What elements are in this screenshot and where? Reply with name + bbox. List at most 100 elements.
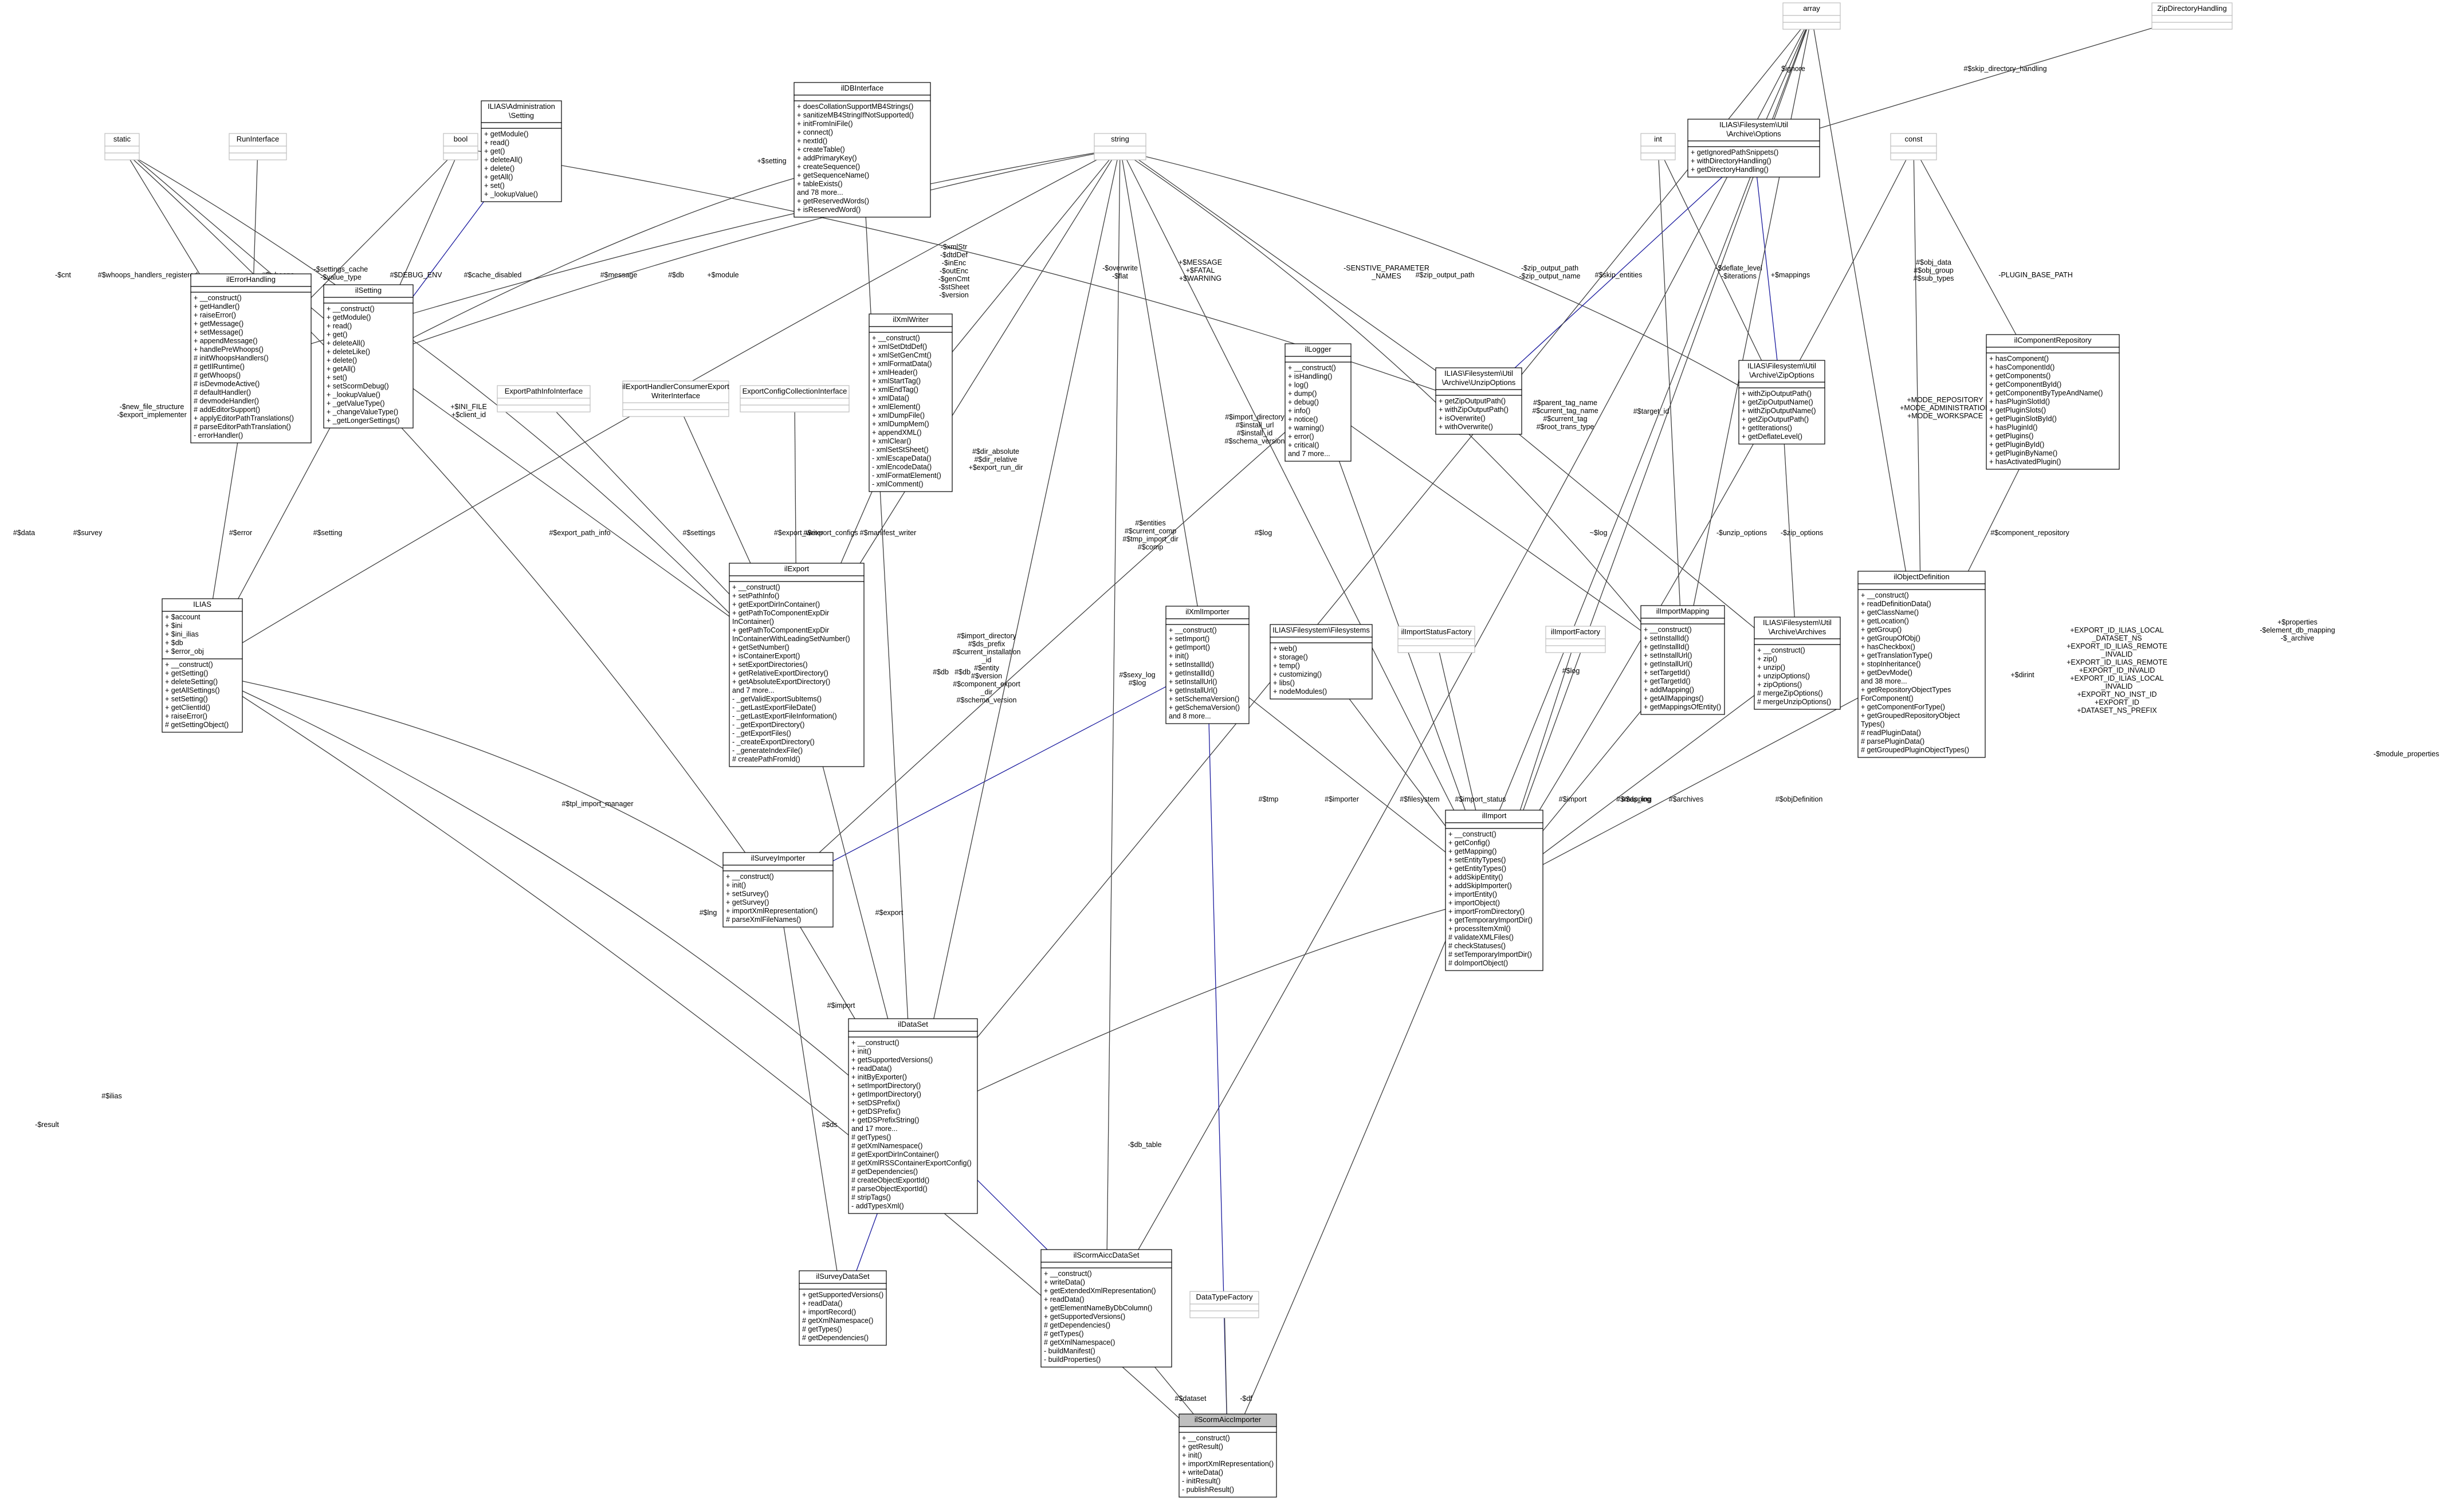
- class-name: ILIAS\Filesystem\Util: [1747, 362, 1816, 370]
- class-runif[interactable]: RunInterface: [229, 133, 287, 160]
- class-name: RunInterface: [237, 135, 279, 143]
- edge-label-line: _INVALID: [2101, 682, 2133, 690]
- class-dataset[interactable]: ilDataSet+ __construct()+ init()+ getSup…: [848, 1018, 978, 1214]
- class-impfactory[interactable]: ilImportFactory: [1545, 626, 1606, 653]
- edge-string-to-xmlwriter: [952, 159, 1110, 352]
- class-archopt[interactable]: ILIAS\Filesystem\Util\Archive\Options+ g…: [1687, 119, 1820, 178]
- edge-label: #$data: [13, 529, 35, 537]
- class-import[interactable]: ilImport+ __construct()+ getConfig()+ ge…: [1445, 810, 1543, 971]
- class-impmapping[interactable]: ilImportMapping+ __construct()+ setInsta…: [1640, 605, 1725, 715]
- class-attributes-box: [1857, 583, 1986, 590]
- class-operation: + getHandler(): [194, 303, 239, 311]
- class-static[interactable]: static: [104, 133, 140, 160]
- class-operation: + withZipOutputPath(): [1742, 390, 1812, 398]
- class-operation: + getPlugins(): [1989, 432, 2033, 440]
- class-filesystems[interactable]: ILIAS\Filesystem\Filesystems+ web()+ sto…: [1270, 624, 1373, 700]
- class-comprepo[interactable]: ilComponentRepository+ hasComponent()+ h…: [1986, 334, 2120, 470]
- class-unzipopt[interactable]: ILIAS\Filesystem\Util\Archive\UnzipOptio…: [1435, 367, 1522, 435]
- edge-label: #$setting: [313, 529, 343, 537]
- class-objdef[interactable]: ilObjectDefinition+ __construct()+ readD…: [1857, 571, 1986, 758]
- class-focus[interactable]: ilScormAiccImporter+ __construct()+ getR…: [1179, 1413, 1277, 1498]
- class-operations-box: [1094, 152, 1146, 160]
- edge-label: #$archives: [1669, 795, 1703, 803]
- edge-label: -$unzip_options: [1716, 529, 1767, 537]
- edge-label-line: +MODE_REPOSITORY: [1907, 396, 1983, 404]
- edge-label-line: +$export_run_dir: [969, 464, 1023, 472]
- edge-survimp-to-dataset: [800, 926, 855, 1019]
- edge-label-line: -$flat: [1112, 272, 1128, 280]
- class-operation: - xmlEncodeData(): [872, 463, 932, 471]
- class-operation: + temp(): [1273, 662, 1300, 670]
- class-operations-box: [443, 152, 478, 160]
- class-zipdir[interactable]: ZipDirectoryHandling: [2151, 2, 2233, 30]
- class-impstatus[interactable]: ilImportStatusFactory: [1397, 626, 1475, 653]
- class-export[interactable]: ilExport+ __construct()+ setPathInfo()+ …: [729, 563, 865, 767]
- edge-label-line: #$import: [1559, 795, 1587, 803]
- class-survimp[interactable]: ilSurveyImporter+ __construct()+ init()+…: [722, 852, 834, 928]
- class-operation: ForComponent(): [1861, 694, 1914, 702]
- class-name: DataTypeFactory: [1196, 1293, 1253, 1301]
- edge-label-line: #$export_path_info: [549, 529, 610, 537]
- class-operation: + setInstallUrl(): [1644, 651, 1692, 659]
- edge-xmlimporter-to-survimp: [833, 686, 1166, 861]
- class-array[interactable]: array: [1782, 2, 1841, 30]
- class-bool[interactable]: bool: [443, 133, 478, 160]
- class-operation: - _getLastExportFileInformation(): [732, 712, 837, 720]
- edge-label: #$filesystem: [1400, 795, 1439, 803]
- class-operation: + getDirectoryHandling(): [1691, 166, 1769, 174]
- class-expinfo[interactable]: ExportPathInfoInterface: [497, 385, 591, 413]
- class-operation: # validateXMLFiles(): [1448, 933, 1514, 941]
- class-admin[interactable]: ILIAS\Administration\Setting+ getModule(…: [481, 100, 562, 202]
- class-operations-box: [1545, 645, 1606, 653]
- class-logger[interactable]: ilLogger+ __construct()+ isHandling()+ l…: [1285, 343, 1352, 462]
- class-operation: + getSupportedVersions(): [851, 1056, 933, 1064]
- edge-label-line: -$_archive: [2281, 634, 2314, 642]
- class-exphandler[interactable]: ilExportHandlerConsumerExportWriterInter…: [622, 380, 729, 417]
- class-survds[interactable]: ilSurveyDataSet+ getSupportedVersions()+…: [799, 1270, 887, 1346]
- class-operation: + getSurvey(): [726, 898, 769, 906]
- class-operation: + getElementNameByDbColumn(): [1044, 1304, 1152, 1312]
- class-operation: + critical(): [1288, 441, 1319, 449]
- class-attributes-box: [2151, 15, 2233, 23]
- class-string[interactable]: string: [1094, 133, 1146, 160]
- class-archives[interactable]: ILIAS\Filesystem\Util\Archive\Archives+ …: [1754, 616, 1841, 710]
- class-operation: + unzip(): [1757, 663, 1785, 671]
- class-zipopt[interactable]: ILIAS\Filesystem\Util\Archive\ZipOptions…: [1738, 360, 1825, 445]
- class-errh[interactable]: ilErrorHandling+ __construct()+ getHandl…: [190, 273, 312, 443]
- class-dbif[interactable]: ilDBInterface+ doesCollationSupportMB4St…: [794, 82, 931, 218]
- edge-label-line: #$cache_disabled: [464, 271, 522, 279]
- class-aiccds[interactable]: ilScormAiccDataSet+ __construct()+ write…: [1040, 1249, 1172, 1368]
- edge-label-line: #$entities: [1135, 519, 1166, 527]
- class-name: ILIAS\Administration: [488, 102, 555, 111]
- class-int[interactable]: int: [1640, 133, 1676, 160]
- class-xmlwriter[interactable]: ilXmlWriter+ __construct()+ xmlSetDtdDef…: [869, 313, 953, 492]
- edge-label-line: #$import: [827, 1002, 855, 1010]
- class-operation: + xmlDumpFile(): [872, 411, 925, 419]
- class-setting[interactable]: ilSetting+ __construct()+ getModule()+ r…: [323, 284, 414, 429]
- class-operations-box: [1640, 152, 1676, 160]
- class-dtfactory[interactable]: DataTypeFactory: [1189, 1291, 1259, 1318]
- class-operation: + __construct(): [1182, 1434, 1230, 1442]
- class-operation: + read(): [484, 139, 509, 147]
- class-operation: + getImportDirectory(): [851, 1090, 921, 1098]
- edge-static-to-survimp: [133, 159, 745, 853]
- class-operation: - _getExportFiles(): [732, 729, 791, 737]
- class-operation: + libs(): [1273, 679, 1295, 687]
- class-expconfig[interactable]: ExportConfigCollectionInterface: [740, 385, 850, 413]
- class-operation: + importXmlRepresentation(): [726, 907, 818, 915]
- edge-label-line: _NAMES: [1371, 272, 1401, 280]
- class-const[interactable]: const: [1890, 133, 1937, 160]
- class-xmlimporter[interactable]: ilXmlImporter+ __construct()+ setImport(…: [1165, 606, 1250, 724]
- class-operation: + hasComponent(): [1989, 355, 2049, 363]
- class-ilias[interactable]: ILIAS+ $account+ $ini+ $ini_ilias+ $db+ …: [162, 598, 243, 733]
- edge-label-line: +$client_id: [451, 411, 486, 419]
- edge-impmapping-to-import: [1543, 710, 1641, 831]
- edge-label-line: -$export_implementer: [117, 411, 187, 419]
- edge-label: -$result: [35, 1121, 59, 1129]
- class-operation: + getDevMode(): [1861, 669, 1912, 677]
- edge-exphandler-to-export: [684, 416, 751, 563]
- class-operation: + connect(): [797, 128, 833, 136]
- class-operation: + web(): [1273, 645, 1297, 653]
- class-attributes-box: [1738, 382, 1825, 388]
- edge-label: #$db: [933, 668, 949, 676]
